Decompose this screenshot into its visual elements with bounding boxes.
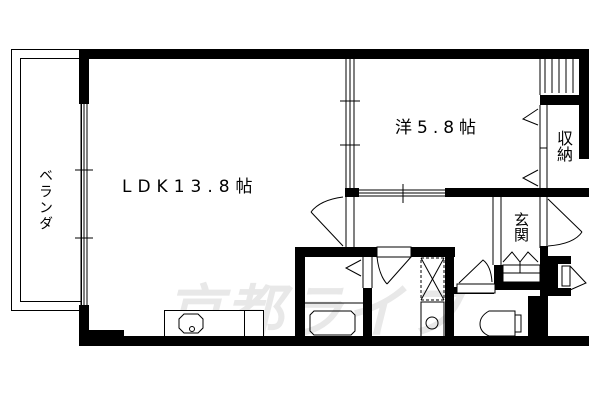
entrance-hall: [492, 197, 583, 283]
outer-walls: [79, 49, 589, 346]
room-label-ldk: LDK13.8帖: [122, 177, 259, 197]
washroom: [376, 256, 445, 341]
meter-box-door: [561, 265, 587, 291]
room-label-entrance: 玄関: [512, 212, 530, 242]
closet: [521, 105, 548, 188]
toilet-room: [456, 259, 531, 337]
room-label-western: 洋5.8帖: [395, 118, 482, 138]
sliding-partition: [340, 59, 445, 247]
bathtub: [309, 310, 356, 336]
stairs-hatch: [539, 59, 574, 95]
bathroom: [305, 257, 373, 336]
room-label-storage: 収納: [554, 130, 573, 162]
ldk-door: [310, 196, 344, 247]
veranda-window: [75, 104, 93, 305]
kitchen-counter: [163, 310, 264, 343]
kitchen-sink: [178, 313, 204, 334]
toilet: [479, 310, 516, 337]
bath-walls: [295, 247, 540, 340]
bath-doorway: [376, 246, 412, 258]
room-label-veranda: ベランダ: [37, 168, 53, 232]
entrance-walls: [494, 246, 571, 340]
washbasin: [425, 316, 439, 330]
